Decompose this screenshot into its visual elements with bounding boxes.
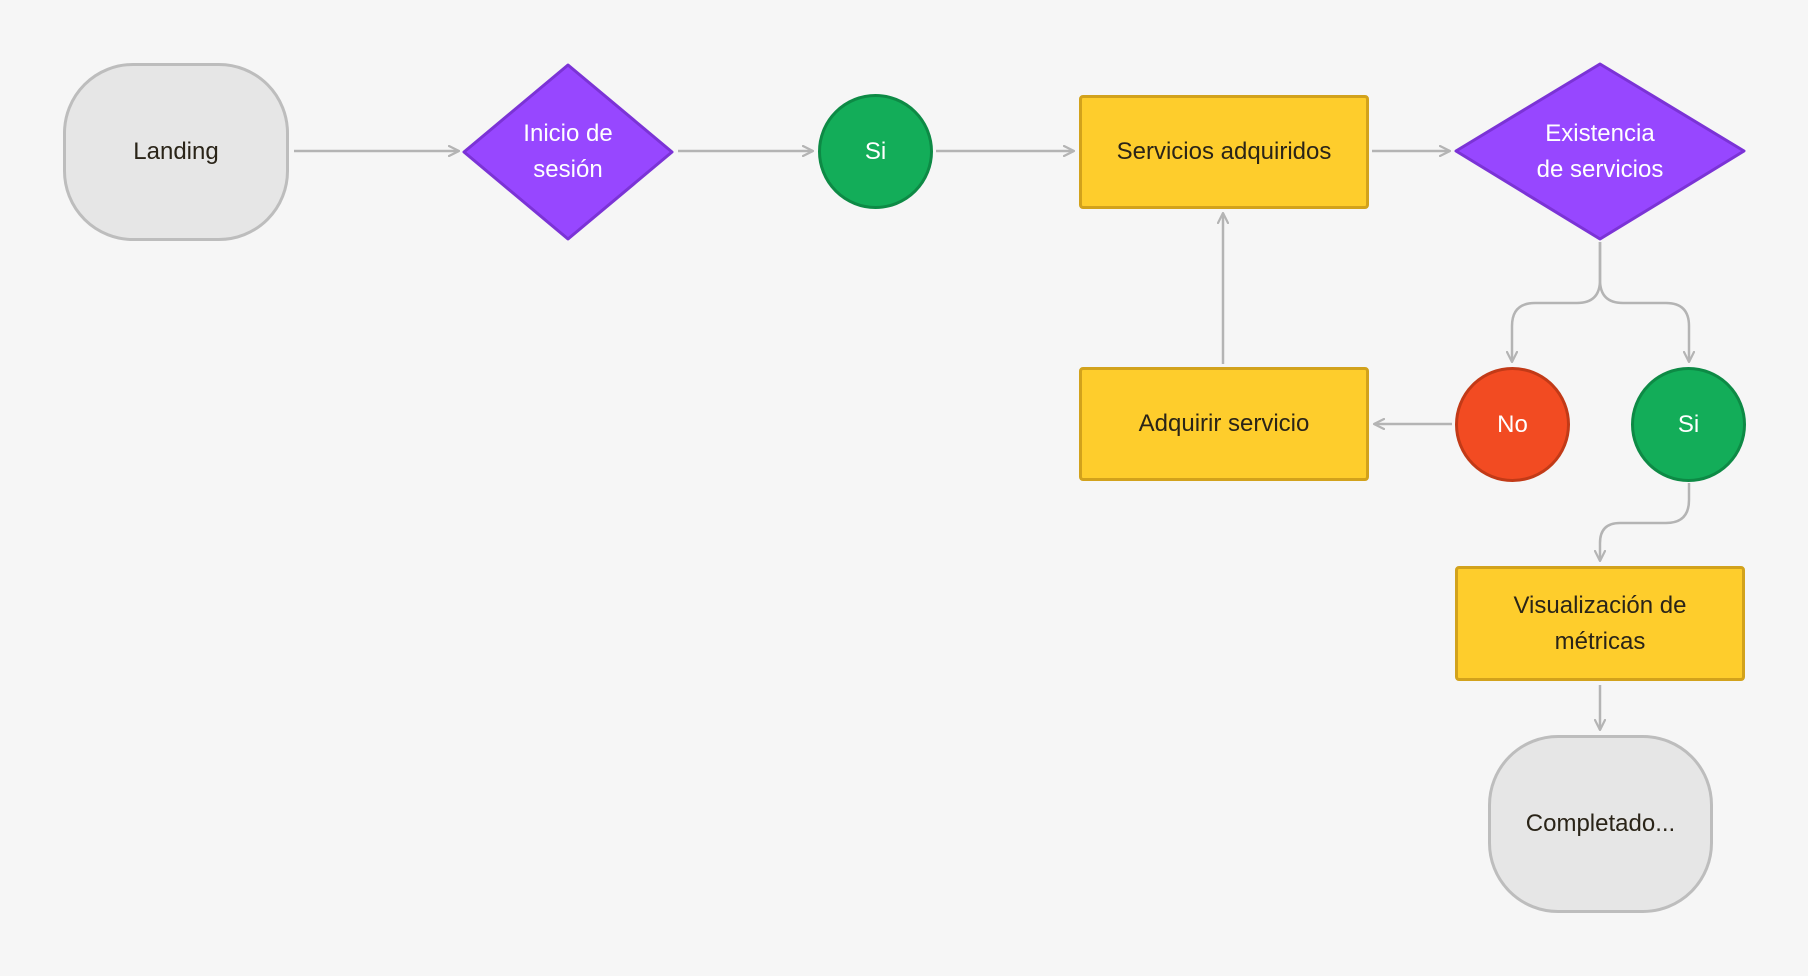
edge-existence-to-yes	[1598, 242, 1689, 362]
edge-existence-to-no	[1512, 242, 1602, 362]
decision-diamond-shape	[1454, 62, 1746, 241]
services-yes-node[interactable]: Si	[1631, 367, 1746, 482]
login-yes-label: Si	[864, 137, 887, 165]
services-yes-label: Si	[1677, 410, 1700, 438]
login-decision-node[interactable]: Inicio de sesión	[461, 62, 675, 242]
acquire-service-label: Adquirir servicio	[1138, 410, 1310, 437]
decision-diamond-shape	[462, 63, 674, 241]
edge-yes-to-metrics	[1600, 483, 1691, 561]
acquired-services-label: Servicios adquiridos	[1116, 138, 1332, 165]
acquire-service-node[interactable]: Adquirir servicio	[1079, 367, 1369, 481]
landing-node[interactable]: Landing	[63, 63, 289, 241]
services-no-label: No	[1497, 410, 1528, 438]
completed-label: Completado...	[1525, 810, 1676, 837]
acquired-services-node[interactable]: Servicios adquiridos	[1079, 95, 1369, 209]
login-yes-node[interactable]: Si	[818, 94, 933, 209]
services-decision-node[interactable]: Existencia de servicios	[1453, 61, 1747, 242]
services-decision-label: Existencia de servicios	[1536, 119, 1664, 183]
services-no-node[interactable]: No	[1455, 367, 1570, 482]
metrics-view-label: Visualización de métricas	[1513, 591, 1687, 655]
landing-label: Landing	[133, 138, 219, 165]
metrics-view-node[interactable]: Visualización de métricas	[1455, 566, 1745, 681]
login-decision-label: Inicio de sesión	[523, 120, 613, 183]
completed-node[interactable]: Completado...	[1488, 735, 1713, 913]
